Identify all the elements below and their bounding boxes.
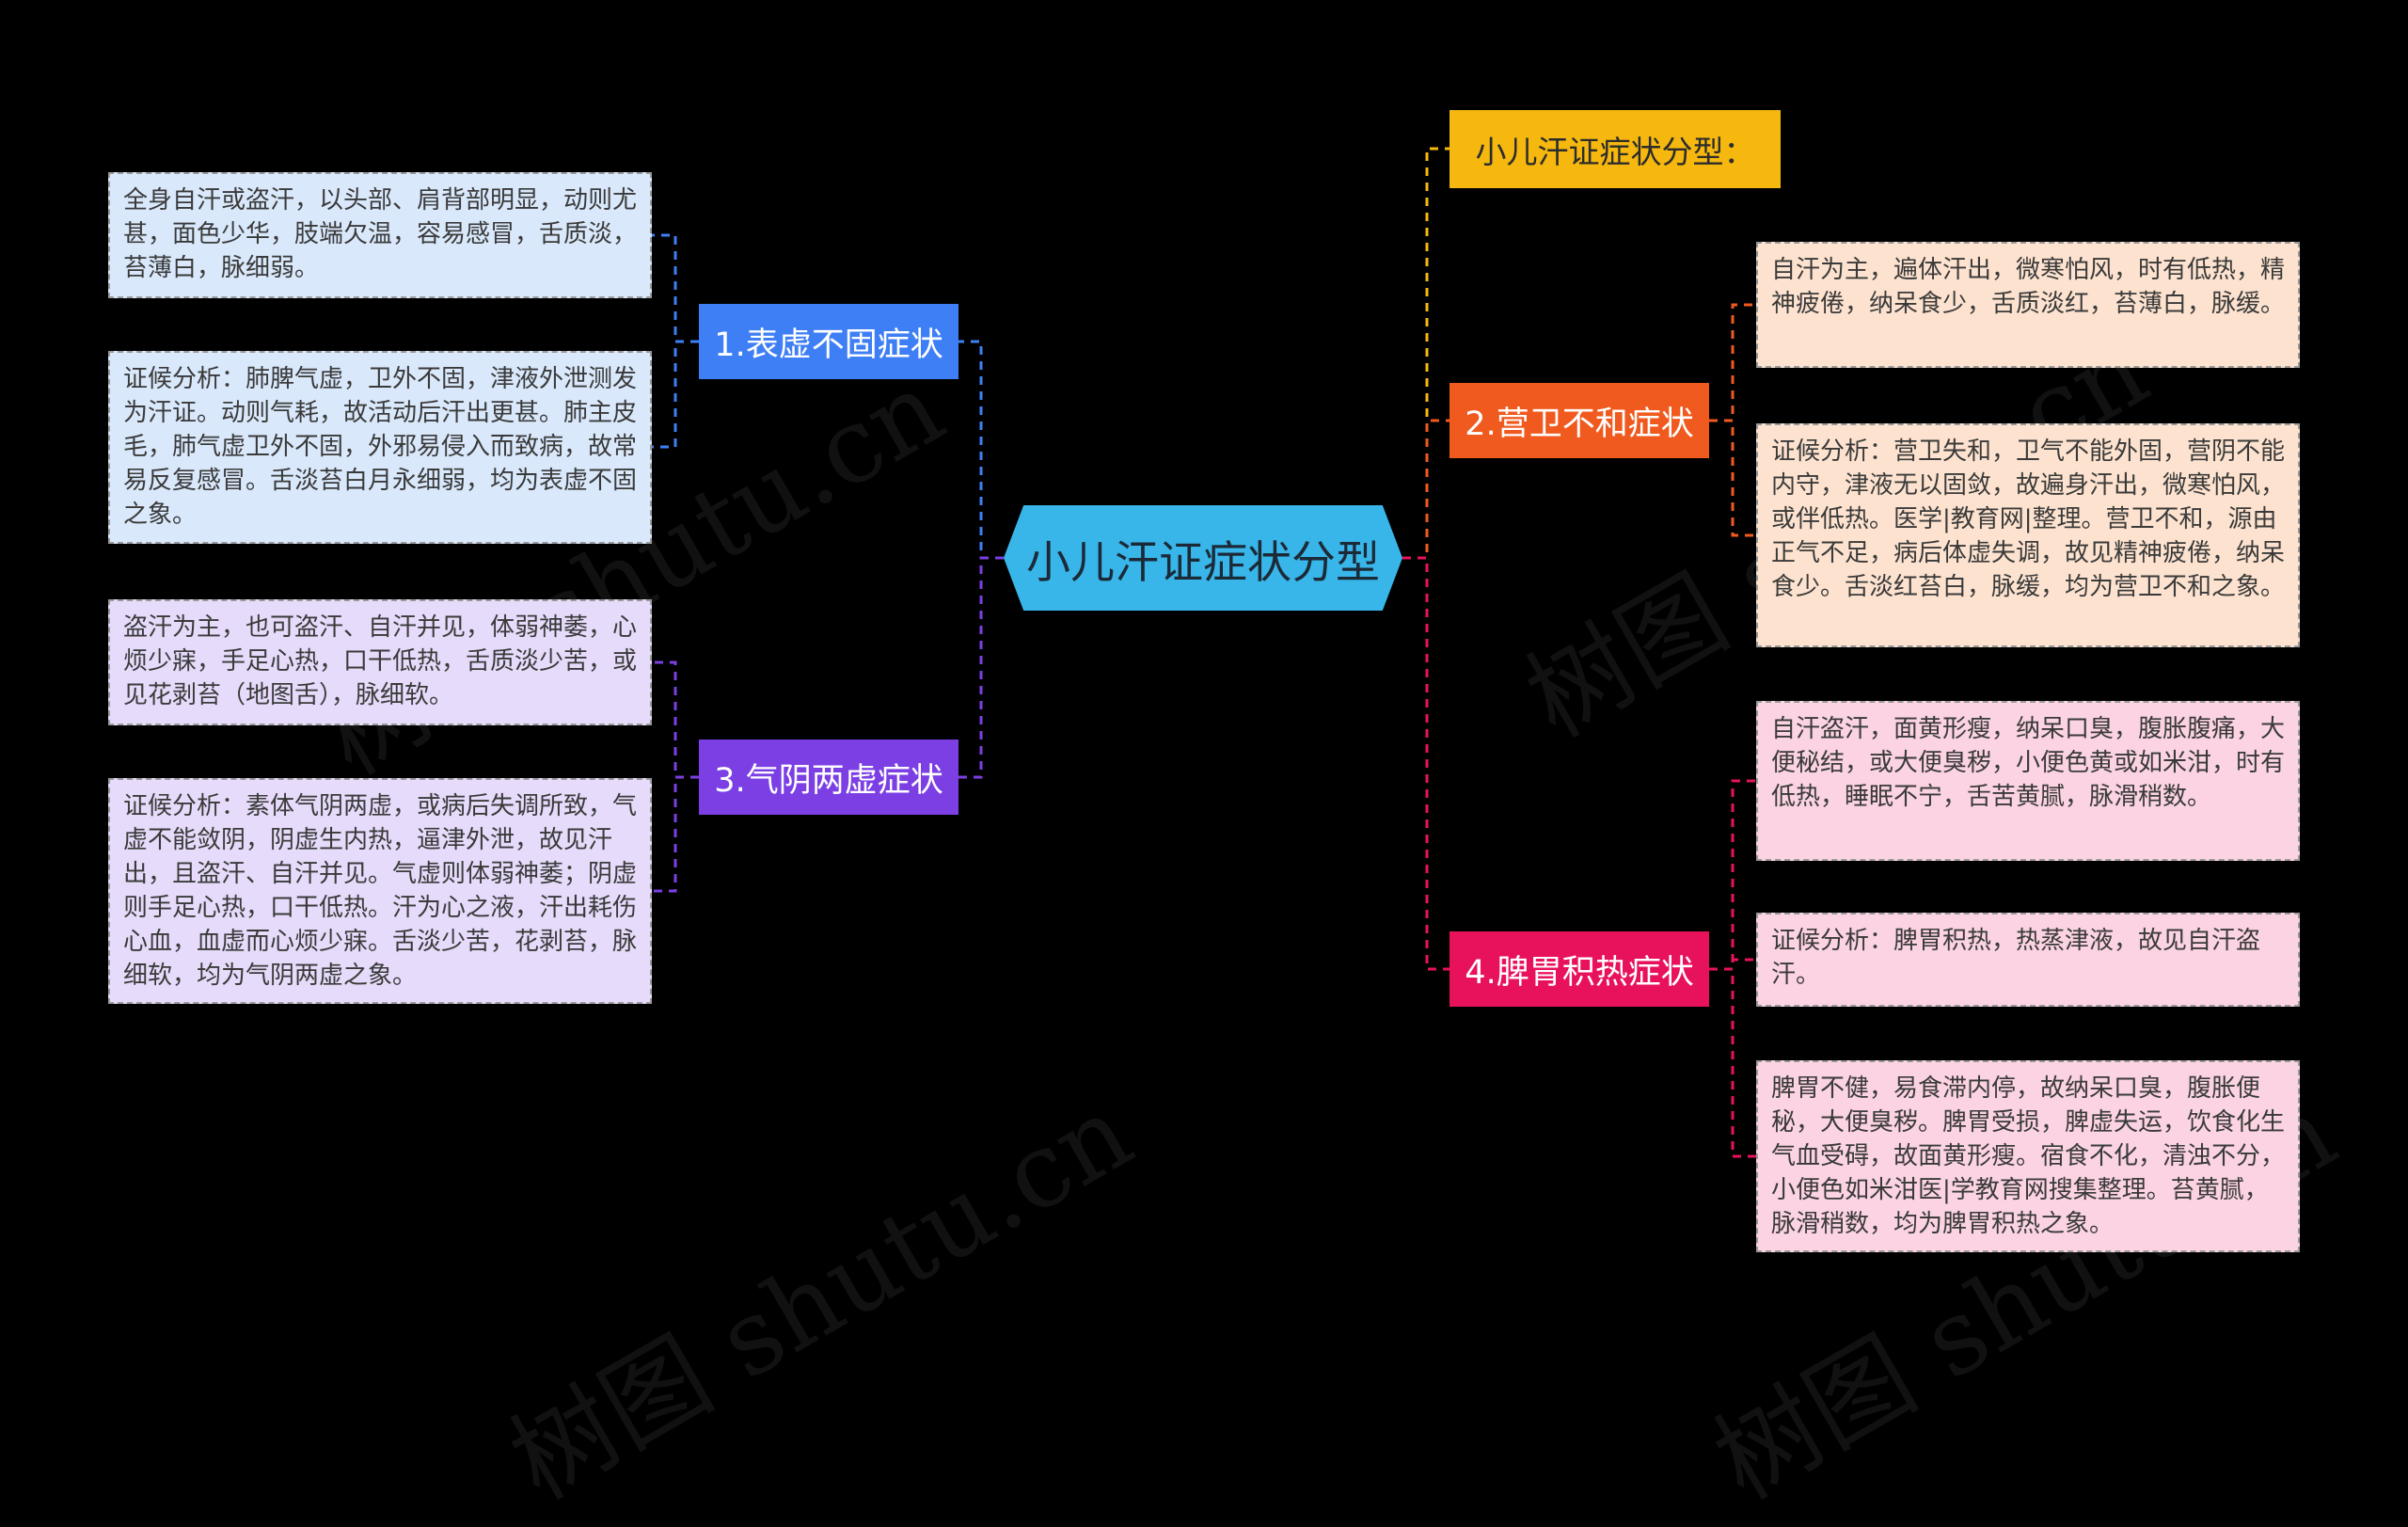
branch-qiyin[interactable]: 3.气阴两虚症状 bbox=[699, 740, 958, 815]
leaf-qiyin-analysis: 证候分析：素体气阴两虚，或病后失调所致，气虚不能敛阴，阴虚生内热，逼津外泄，故见… bbox=[108, 778, 652, 1004]
connector-root-title bbox=[1402, 147, 1450, 560]
connector-branch1-leaf2 bbox=[652, 340, 699, 449]
connector-root-branch2 bbox=[1402, 419, 1450, 560]
leaf-piwei-detail: 脾胃不健，易食滞内停，故纳呆口臭，腹胀便秘，大便臭秽。脾胃受损，脾虚失运，饮食化… bbox=[1756, 1060, 2300, 1252]
leaf-piwei-symptoms: 自汗盗汗，面黄形瘦，纳呆口臭，腹胀腹痛，大便秘结，或大便臭秽，小便色黄或如米泔，… bbox=[1756, 701, 2300, 861]
leaf-qiyin-symptoms: 盗汗为主，也可盗汗、自汗并见，体弱神萎，心烦少寐，手足心热，口干低热，舌质淡少苦… bbox=[108, 599, 652, 725]
connector-root-branch1 bbox=[958, 340, 1004, 560]
connector-root-branch4 bbox=[1402, 556, 1450, 971]
branch-piwei[interactable]: 4.脾胃积热症状 bbox=[1450, 931, 1709, 1007]
connector-root-branch3 bbox=[958, 556, 1004, 779]
leaf-yingwei-symptoms: 自汗为主，遍体汗出，微寒怕风，时有低热，精神疲倦，纳呆食少，舌质淡红，苔薄白，脉… bbox=[1756, 242, 2300, 368]
root-topic[interactable]: 小儿汗证症状分型 bbox=[1004, 505, 1402, 611]
mind-map: 树图 shutu.cn 树图 shutu.cn 树图 shutu.cn 树图 s… bbox=[108, 110, 2354, 1522]
connector-branch2-leaf2 bbox=[1709, 419, 1756, 537]
leaf-piwei-analysis: 证候分析：脾胃积热，热蒸津液，故见自汗盗汗。 bbox=[1756, 913, 2300, 1007]
connector-branch3-leaf2 bbox=[652, 775, 699, 893]
branch-yingwei[interactable]: 2.营卫不和症状 bbox=[1450, 383, 1709, 458]
title-card[interactable]: 小儿汗证症状分型： bbox=[1450, 110, 1781, 188]
connector-lines bbox=[652, 147, 1756, 1158]
connector-branch2-leaf1 bbox=[1709, 303, 1756, 422]
leaf-yingwei-analysis: 证候分析：营卫失和，卫气不能外固，营阴不能内守，津液无以固敛，故遍身汗出，微寒怕… bbox=[1756, 423, 2300, 647]
leaf-biaoxu-symptoms: 全身自汗或盗汗，以头部、肩背部明显，动则尤甚，面色少华，肢端欠温，容易感冒，舌质… bbox=[108, 172, 652, 298]
connector-branch3-leaf1 bbox=[652, 660, 699, 779]
connector-branch4-leaf1 bbox=[1709, 779, 1756, 971]
connector-branch1-leaf1 bbox=[652, 233, 699, 343]
branch-biaoxu[interactable]: 1.表虚不固症状 bbox=[699, 304, 958, 379]
connector-branch4-leaf3 bbox=[1709, 967, 1756, 1158]
leaf-biaoxu-analysis: 证候分析：肺脾气虚，卫外不固，津液外泄测发为汗证。动则气耗，故活动后汗出更甚。肺… bbox=[108, 351, 652, 544]
